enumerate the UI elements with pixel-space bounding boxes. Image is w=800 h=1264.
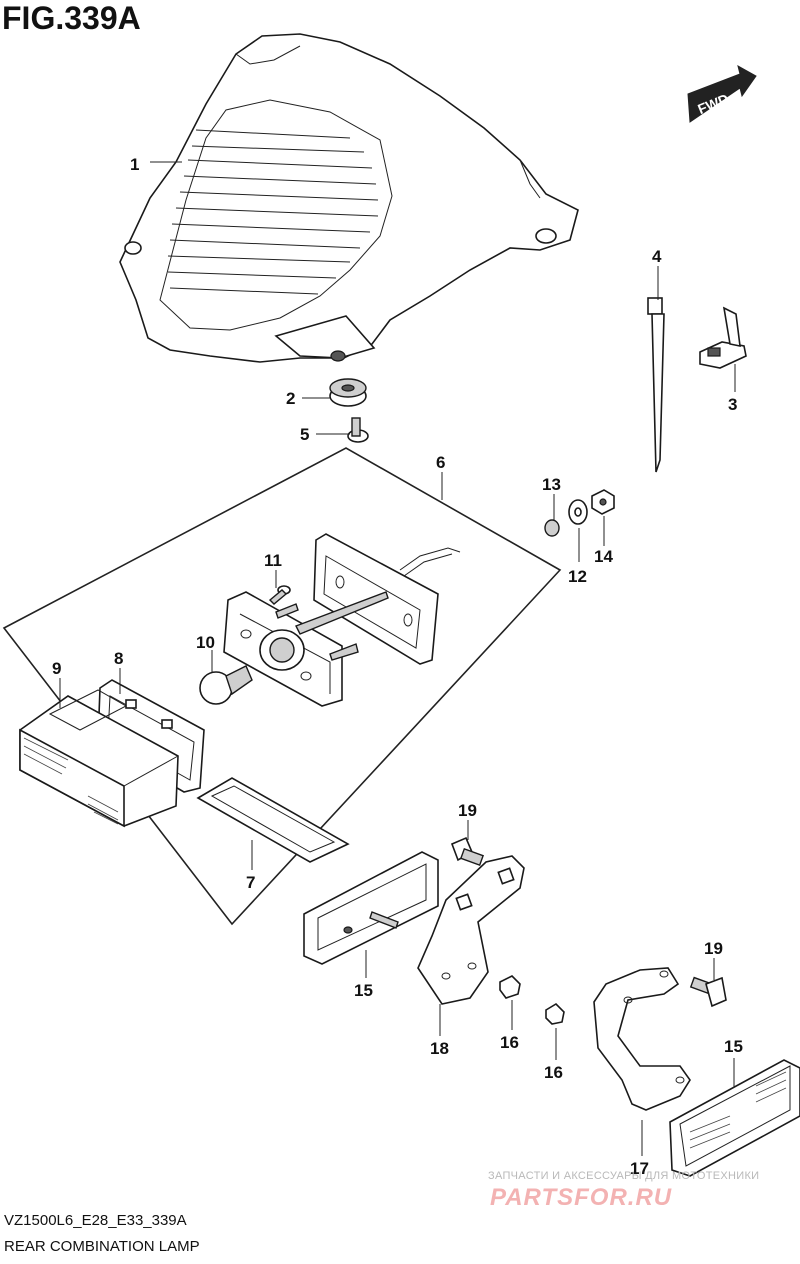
bracket-part-18 — [417, 855, 525, 1005]
label-part-6: 6 — [436, 453, 445, 472]
reflector-part-15-left — [303, 851, 439, 965]
label-part-7: 7 — [246, 873, 255, 892]
label-part-15-right: 15 — [724, 1037, 743, 1056]
cable-tie-part-4 — [647, 297, 665, 473]
forward-direction-arrow: FWD — [687, 65, 757, 123]
figure-caption: REAR COMBINATION LAMP — [4, 1238, 200, 1255]
clamp-part-3 — [699, 306, 747, 369]
label-part-2: 2 — [286, 389, 295, 408]
nut-part-14 — [591, 489, 615, 515]
label-part-15-left: 15 — [354, 981, 373, 1000]
label-part-16-right: 16 — [544, 1063, 563, 1082]
screw-part-11 — [268, 585, 291, 605]
label-part-12: 12 — [568, 567, 587, 586]
license-lens-part-7 — [196, 777, 350, 863]
bulb-part-10 — [199, 665, 253, 705]
figure-title: FIG.339A — [2, 0, 141, 36]
figure-code: VZ1500L6_E28_E33_339A — [4, 1212, 187, 1229]
leader-lines — [59, 161, 736, 1156]
assembly-frame-part-6 — [2, 447, 562, 926]
label-part-14: 14 — [594, 547, 613, 566]
bolt-part-19-lower — [689, 976, 727, 1008]
reflector-part-15-right — [669, 1059, 800, 1177]
label-part-17: 17 — [630, 1159, 649, 1178]
label-part-18: 18 — [430, 1039, 449, 1058]
lamp-lens-part-9 — [19, 689, 179, 828]
label-part-3: 3 — [728, 395, 737, 414]
label-part-13: 13 — [542, 475, 561, 494]
part-number-labels: 1 2 3 4 5 6 7 8 9 10 11 12 13 14 15 15 1… — [52, 155, 743, 1178]
nut-part-16-right — [545, 1002, 565, 1025]
bracket-part-17 — [593, 967, 691, 1111]
label-part-19-upper: 19 — [458, 801, 477, 820]
label-part-16-left: 16 — [500, 1033, 519, 1052]
washer-part-12 — [568, 499, 588, 525]
screw-part-5 — [347, 417, 369, 443]
tail-lamp-housing — [119, 33, 579, 363]
label-part-5: 5 — [300, 425, 309, 444]
label-part-1: 1 — [130, 155, 139, 174]
label-part-10: 10 — [196, 633, 215, 652]
label-part-4: 4 — [652, 247, 662, 266]
label-part-19-lower: 19 — [704, 939, 723, 958]
nut-part-16-left — [499, 975, 521, 999]
label-part-9: 9 — [52, 659, 61, 678]
watermark-logo: PARTSFOR.RU — [490, 1184, 673, 1211]
watermark-tagline: ЗАПЧАСТИ И АКСЕССУАРЫ ДЛЯ МОТОТЕХНИКИ — [488, 1170, 760, 1182]
spacer-part-13 — [544, 519, 560, 537]
bulb-socket-holder — [223, 591, 389, 707]
grommet-part-2 — [329, 378, 367, 407]
label-part-8: 8 — [114, 649, 123, 668]
label-part-11: 11 — [264, 551, 282, 570]
bolt-part-19-upper — [450, 836, 485, 867]
